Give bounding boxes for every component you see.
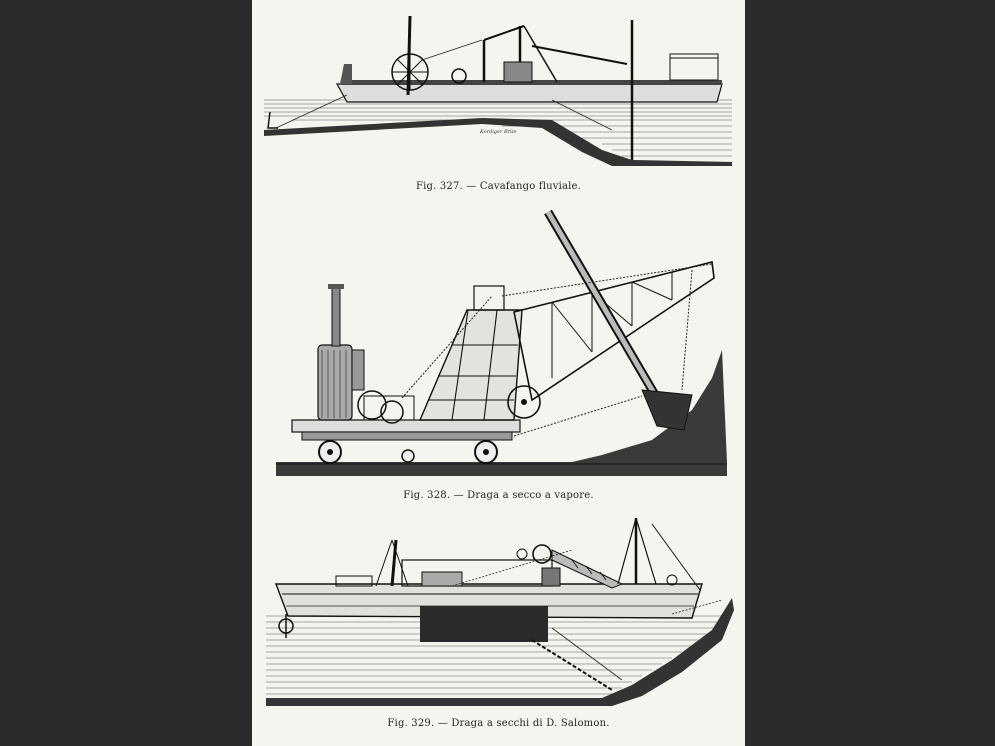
figure-328: Fig. 328. — Draga a secco a vapore. xyxy=(252,200,745,510)
figure-327-illustration xyxy=(264,15,732,166)
engraver-credit: Kordiger Brün xyxy=(480,129,517,135)
figure-328-illustration xyxy=(276,209,727,476)
book-page: Kordiger Brün Fig. 327. — Cavafango fluv… xyxy=(252,0,745,746)
figure-327-caption: Fig. 327. — Cavafango fluviale. xyxy=(415,181,582,192)
figure-329-caption: Fig. 329. — Draga a secchi di D. Salomon… xyxy=(387,718,610,729)
figure-329-illustration xyxy=(266,517,734,706)
figure-328-caption: Fig. 328. — Draga a secco a vapore. xyxy=(403,490,594,501)
figure-329: Fig. 329. — Draga a secchi di D. Salomon… xyxy=(252,510,745,746)
figure-327: Kordiger Brün Fig. 327. — Cavafango fluv… xyxy=(252,0,745,200)
